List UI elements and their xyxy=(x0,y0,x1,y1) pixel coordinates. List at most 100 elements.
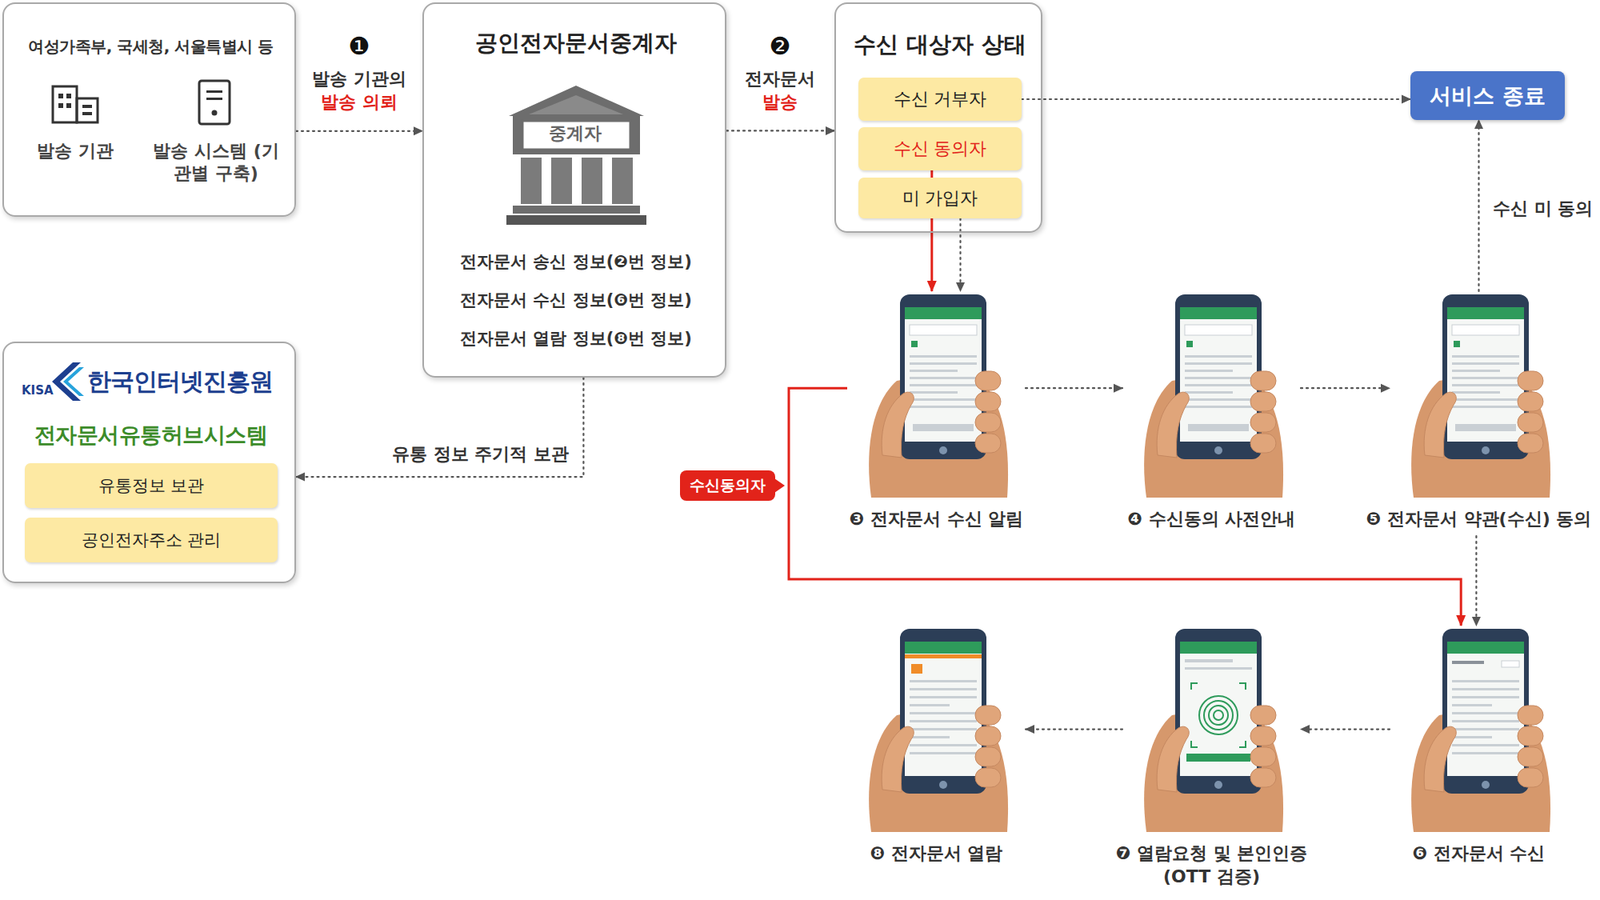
window xyxy=(66,103,72,108)
screen-line xyxy=(1452,362,1520,365)
home-button xyxy=(939,446,948,455)
phone-screen xyxy=(904,641,982,776)
finger xyxy=(1250,371,1276,391)
screen-line xyxy=(1184,667,1252,670)
box-label: 수신 거부자 xyxy=(893,87,988,112)
screen-line xyxy=(909,720,977,723)
fingerprint xyxy=(1204,700,1233,730)
consent-flow-line xyxy=(788,388,1461,626)
finger xyxy=(975,371,1001,391)
base xyxy=(506,215,647,225)
finger xyxy=(1250,392,1276,412)
finger xyxy=(1517,412,1544,432)
phone-screen xyxy=(1180,307,1257,442)
screen-line xyxy=(909,688,977,691)
finger xyxy=(1517,768,1544,788)
sender-icons xyxy=(4,4,298,219)
screen-line xyxy=(1452,391,1500,394)
window xyxy=(58,93,64,99)
edge-label: 발송 기관의 발송 의뢰 xyxy=(307,67,412,114)
step-node: ❽ 전자문서 열람 xyxy=(847,625,1026,879)
edge-label: 수신동의자 xyxy=(680,470,776,501)
screen-line xyxy=(1452,712,1520,715)
finger xyxy=(975,768,1001,788)
diagram-box: 미 가입자 xyxy=(858,177,1022,219)
fingerprint xyxy=(1208,705,1228,725)
phone-body xyxy=(1175,628,1262,794)
screen-line xyxy=(1452,736,1492,739)
screen-button xyxy=(1501,660,1520,668)
screen-header xyxy=(1447,307,1524,320)
diagram-box: 공인전자주소 관리 xyxy=(24,517,278,563)
phone-screen xyxy=(1180,641,1257,776)
logo-chevron xyxy=(63,367,84,396)
box-label: 서비스 종료 xyxy=(1429,81,1545,111)
finger xyxy=(1250,747,1276,767)
entablature xyxy=(512,116,640,155)
roof xyxy=(508,85,644,116)
screen-line xyxy=(1452,384,1520,387)
screen-input xyxy=(909,324,977,336)
screen-line xyxy=(1452,752,1520,755)
home-button xyxy=(1481,780,1490,789)
screen-line xyxy=(1452,398,1520,401)
hand-palm xyxy=(1144,702,1284,832)
home-button xyxy=(1481,446,1490,455)
finger xyxy=(975,747,1001,767)
screen-button xyxy=(1188,424,1249,432)
screen-icon xyxy=(911,664,923,674)
finger xyxy=(975,412,1001,432)
finger xyxy=(1517,392,1544,412)
screen-line xyxy=(909,355,977,358)
dotted-flow-arrow xyxy=(1300,387,1390,389)
phone-body xyxy=(900,294,987,460)
screen-line xyxy=(1452,696,1520,699)
finger xyxy=(1517,433,1544,453)
dotted-flow-arrow xyxy=(959,218,961,292)
screen-line xyxy=(1452,355,1520,358)
screen-line xyxy=(909,369,958,372)
screen-line xyxy=(1452,405,1520,408)
info-line: 전자문서 수신 정보(❻번 정보) xyxy=(424,288,728,312)
finger xyxy=(1517,371,1544,391)
screen-header xyxy=(1447,641,1524,654)
screen-button xyxy=(912,424,974,432)
base xyxy=(512,205,640,214)
screen-header xyxy=(1180,641,1257,654)
screen-header xyxy=(1180,307,1257,320)
screen-line xyxy=(909,736,950,739)
relay-building xyxy=(424,4,728,380)
screen-line xyxy=(909,680,977,683)
phone-illustration xyxy=(1389,625,1568,836)
screen-line xyxy=(909,384,977,387)
finger xyxy=(1517,705,1544,725)
hand-palm xyxy=(868,368,1008,498)
screen-line xyxy=(1452,720,1520,723)
dotted-flow-arrow xyxy=(726,129,835,132)
logo-chevron xyxy=(52,362,81,401)
screen-line xyxy=(1184,391,1233,394)
finger xyxy=(1517,726,1544,746)
thumb xyxy=(1424,726,1456,792)
info-line: 전자문서 열람 정보(❽번 정보) xyxy=(424,327,728,350)
step-node: ❹ 수신동의 사전안내 xyxy=(1122,291,1301,536)
dotted-flow-arrow xyxy=(1477,120,1480,292)
phone-screen xyxy=(1447,307,1524,442)
logo-text: KISA xyxy=(21,383,57,398)
screen-line xyxy=(909,704,950,707)
home-button xyxy=(1214,446,1223,455)
screen-line xyxy=(1452,728,1520,731)
building-icon xyxy=(52,86,77,123)
diagram-box: KISA한국인터넷진흥원전자문서유통허브시스템유통정보 보관공인전자주소 관리 xyxy=(2,341,296,584)
dotted-flow-arrow xyxy=(296,130,423,132)
screen-line xyxy=(1452,369,1500,372)
callout-number: ❶ xyxy=(345,32,373,60)
edge-label: 유통 정보 주기적 보관 xyxy=(392,442,568,466)
phone-screen xyxy=(904,307,982,442)
box-label: 수신 동의자 xyxy=(893,136,988,161)
screen-line xyxy=(909,405,977,408)
scan-frame xyxy=(1191,683,1246,748)
screen-line xyxy=(909,376,977,380)
edge-label: 전자문서 발송 xyxy=(741,67,819,114)
step-caption: ❼ 열람요청 및 본인인증 (OTT 검증) xyxy=(1109,841,1314,888)
